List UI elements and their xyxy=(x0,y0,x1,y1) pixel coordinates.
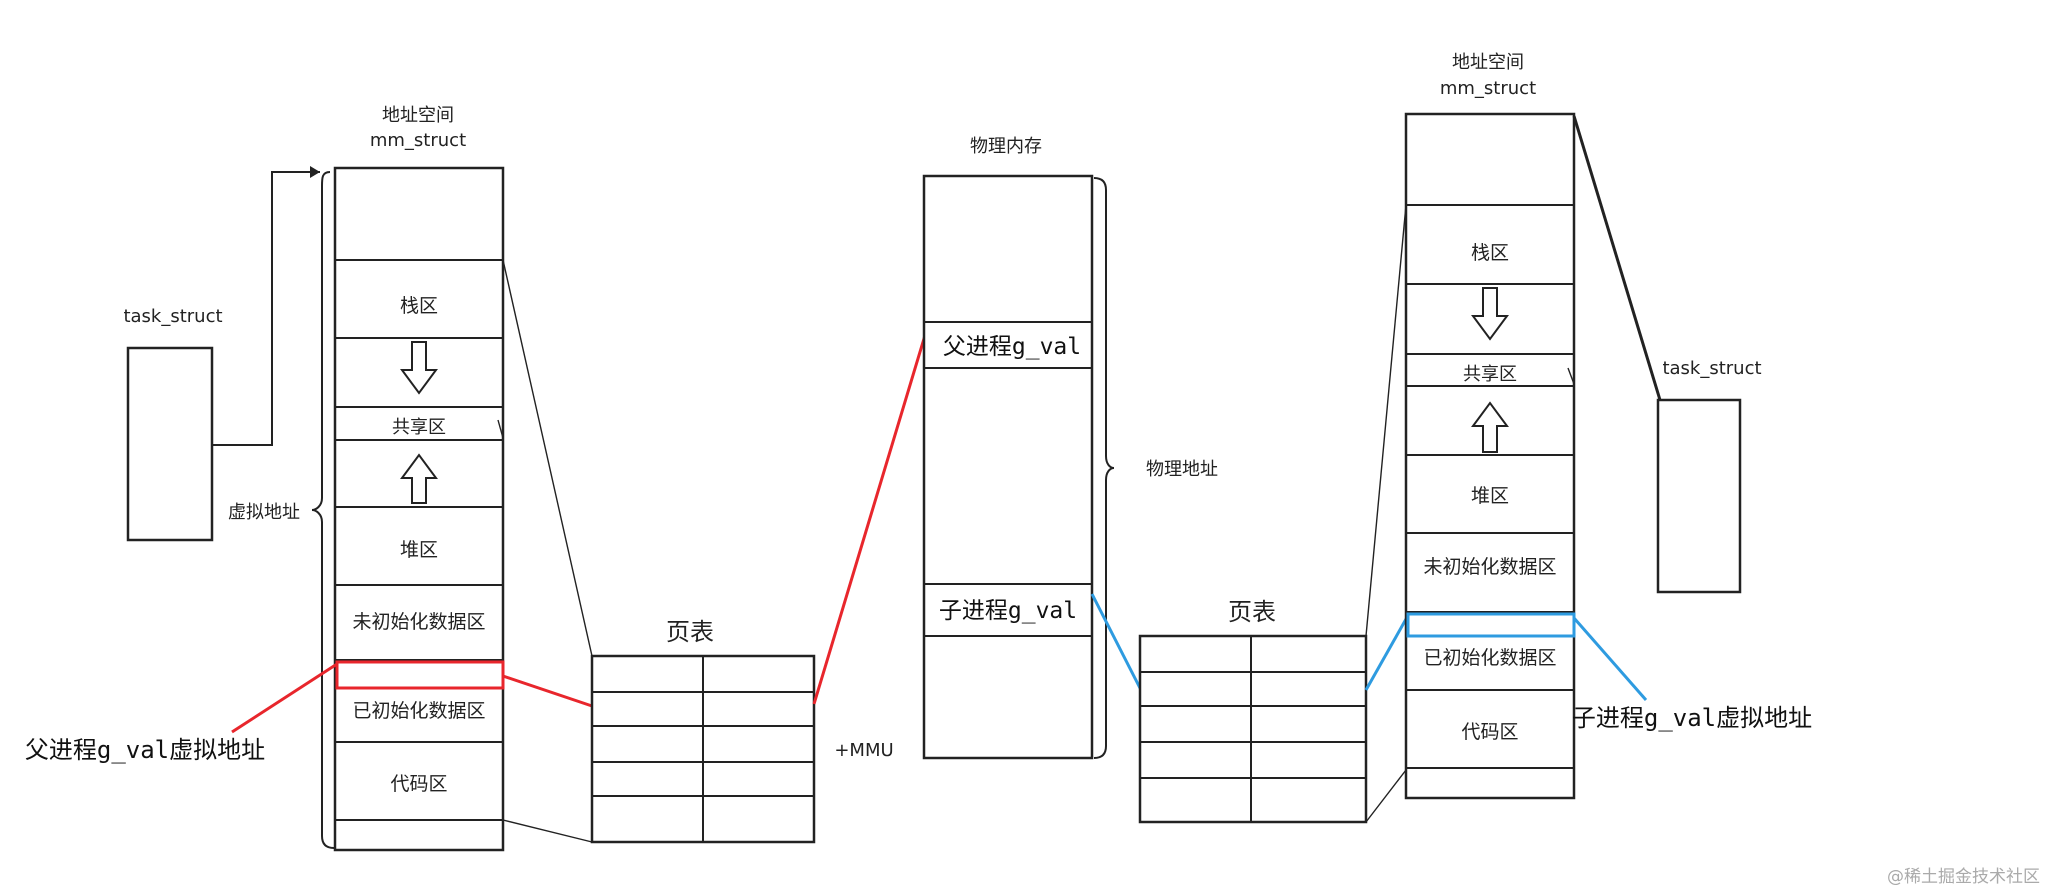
mmu-label: +MMU xyxy=(834,740,893,761)
left-mm-struct-title: mm_struct xyxy=(370,130,466,151)
left-to-pagetable-link xyxy=(502,674,593,708)
left-seg-heap: 堆区 xyxy=(400,539,438,561)
right-seg-heap: 堆区 xyxy=(1471,485,1509,507)
right-page-table-title: 页表 xyxy=(1228,598,1276,626)
left-gval-callout-line xyxy=(231,662,338,734)
physical-parent-gval: 父进程g_val xyxy=(943,334,1081,360)
right-task-struct-box xyxy=(1656,398,1742,594)
right-tick-mark xyxy=(1567,367,1575,385)
left-task-struct-box xyxy=(126,346,214,542)
left-seg-code: 代码区 xyxy=(390,773,447,795)
left-seg-stack: 栈区 xyxy=(400,295,438,317)
physical-address-label: 物理地址 xyxy=(1146,459,1218,480)
left-virtual-address-label: 虚拟地址 xyxy=(228,502,300,523)
right-addr-space-title: 地址空间 xyxy=(1452,52,1524,73)
left-virtual-address-brace xyxy=(311,171,335,849)
left-addr-space-title: 地址空间 xyxy=(382,105,454,126)
left-stack-down-arrow-icon xyxy=(400,341,438,395)
physical-to-right-pt-link xyxy=(1090,593,1144,693)
left-heap-up-arrow-icon xyxy=(400,453,438,504)
right-heap-up-arrow-icon xyxy=(1471,401,1509,453)
right-gval-callout: 子进程g_val虚拟地址 xyxy=(1572,704,1812,732)
left-process: task_struct 地址空间 mm_struct 栈区 共享区 堆区 未初始… xyxy=(25,105,928,852)
left-tick-mark xyxy=(497,419,504,439)
physical-memory-title: 物理内存 xyxy=(970,136,1042,157)
right-pagetable-bottom-link xyxy=(1365,769,1407,823)
right-seg-data: 已初始化数据区 xyxy=(1423,647,1556,669)
right-page-table xyxy=(1138,634,1368,824)
watermark: @稀土掘金技术社区 xyxy=(1887,867,2040,887)
right-mm-struct-title: mm_struct xyxy=(1440,78,1536,99)
physical-child-gval: 子进程g_val xyxy=(939,598,1077,624)
right-process: 页表 地址空间 mm_struct 栈区 共享区 堆区 未初始化数据区 已初始化… xyxy=(1090,52,1812,824)
right-seg-stack: 栈区 xyxy=(1471,242,1509,264)
left-pagetable-bottom-link xyxy=(502,819,593,843)
right-pagetable-top-link xyxy=(1365,204,1407,637)
left-seg-data: 已初始化数据区 xyxy=(352,700,485,722)
left-seg-bss: 未初始化数据区 xyxy=(352,611,485,633)
right-task-pointer-line xyxy=(1572,115,1662,401)
physical-memory-column xyxy=(922,174,1094,760)
left-address-space xyxy=(333,166,505,852)
left-task-pointer-line xyxy=(212,171,320,446)
physical-memory: 物理内存 父进程g_val 子进程g_val 物理地址 +MMU xyxy=(834,136,1218,761)
right-seg-code: 代码区 xyxy=(1461,721,1518,743)
left-pt-to-physical-link xyxy=(812,331,928,705)
left-seg-shared: 共享区 xyxy=(392,417,446,438)
left-gval-highlight xyxy=(335,660,505,690)
right-seg-shared: 共享区 xyxy=(1463,364,1517,385)
right-task-struct-label: task_struct xyxy=(1662,358,1761,379)
right-gval-highlight xyxy=(1406,612,1576,638)
right-stack-down-arrow-icon xyxy=(1471,287,1509,341)
left-task-pointer-arrowhead xyxy=(310,166,320,178)
left-pagetable-top-link xyxy=(502,259,593,657)
physical-address-brace xyxy=(1093,177,1115,759)
right-gval-callout-line xyxy=(1572,617,1648,701)
right-seg-bss: 未初始化数据区 xyxy=(1423,556,1556,578)
right-pt-to-gval-link xyxy=(1364,611,1412,691)
left-gval-callout: 父进程g_val虚拟地址 xyxy=(25,736,265,764)
left-task-struct-label: task_struct xyxy=(123,306,222,327)
left-page-table-title: 页表 xyxy=(666,618,714,646)
